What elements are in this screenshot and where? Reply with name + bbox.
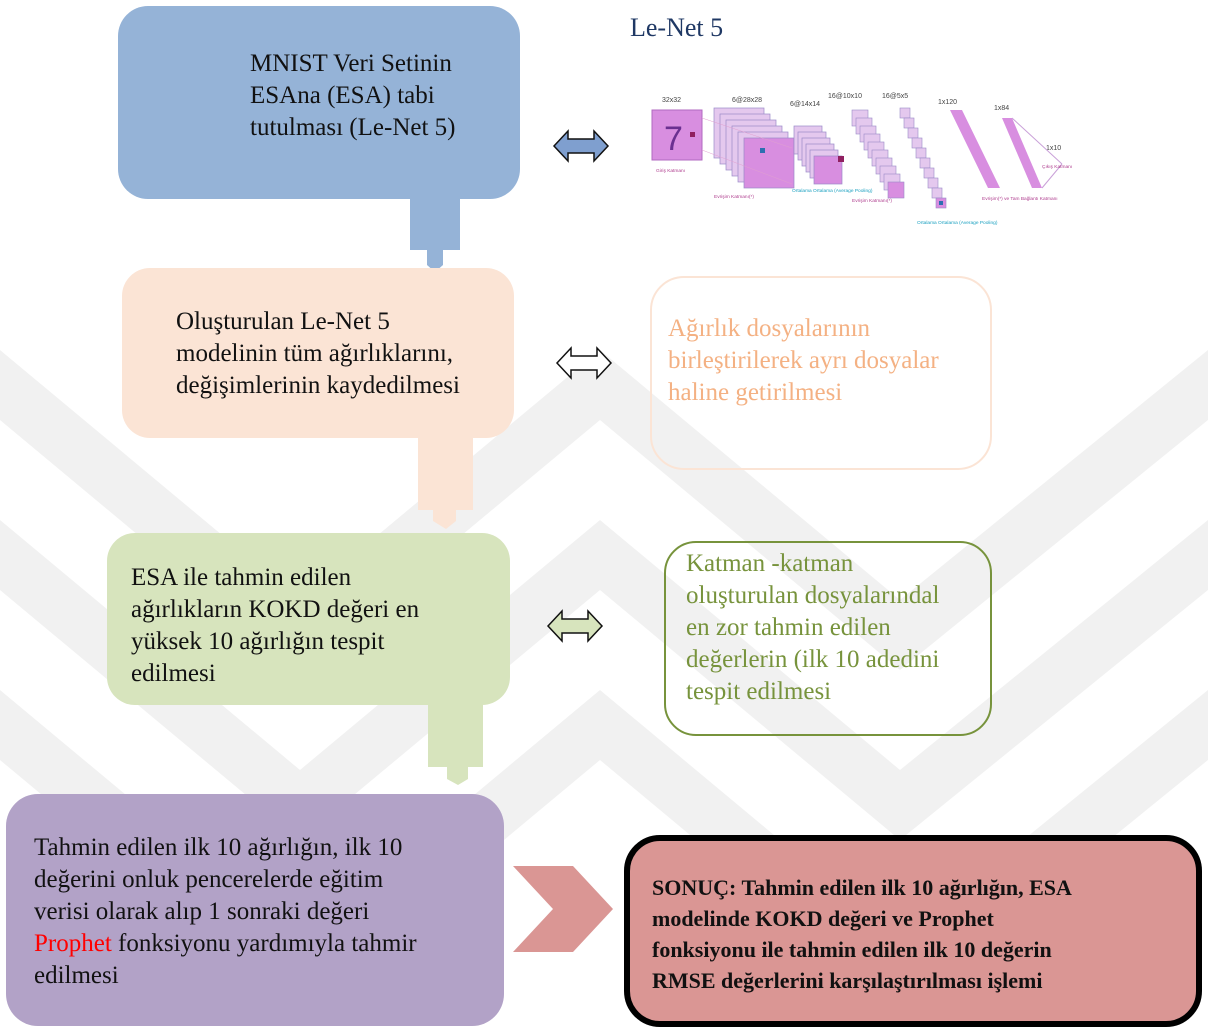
double-arrow-blue — [552, 129, 610, 163]
double-arrow-peach — [555, 346, 613, 380]
lenet-label-6: 1x84 — [994, 105, 1009, 112]
lenet-layer-name-1: Evrişim Katmanı(*) — [714, 194, 754, 200]
files-merge-text: Ağırlık dosyalarının birleştirilerek ayr… — [668, 315, 939, 406]
esa-predict-box — [107, 533, 510, 705]
chevron-arrow-icon — [513, 866, 613, 952]
result-text: SONUÇ: Tahmin edilen ilk 10 ağırlığın, E… — [652, 875, 1072, 993]
layer-files-box — [664, 541, 992, 736]
lenet-label-0: 32x32 — [662, 97, 681, 104]
lenet-label-1: 6@28x28 — [732, 97, 762, 104]
mnist-box — [118, 6, 520, 199]
esa-predict-text: ESA ile tahmin edilen ağırlıkların KOKD … — [131, 564, 420, 687]
down-arrow-green — [428, 695, 483, 785]
down-arrow-blue — [410, 190, 460, 272]
lenet-layer-name-3: Evrişim Katmanı(*) — [852, 198, 892, 204]
prophet-keyword: Prophet — [34, 930, 112, 957]
lenet-label-2: 6@14x14 — [790, 101, 820, 108]
prophet-box — [6, 794, 504, 1026]
weights-record-box — [122, 268, 514, 438]
lenet-label-5: 1x120 — [938, 99, 957, 106]
lenet-architecture-diagram: 32x32 6@28x28 6@14x14 16@10x10 16@5x5 1x… — [651, 93, 1072, 226]
lenet-label-3: 16@10x10 — [828, 93, 862, 100]
lenet-label-7: 1x10 — [1046, 145, 1061, 152]
layer-files-text: Katman -katman oluşturulan dosyalarındal… — [686, 550, 940, 705]
lenet-digit: 7 — [664, 120, 683, 158]
prophet-text: Tahmin edilen ilk 10 ağırlığın, ilk 10 d… — [34, 834, 417, 989]
down-arrow-peach — [418, 425, 473, 529]
files-merge-box — [650, 276, 992, 470]
lenet-layer-name-6: Çıkış Katmanı — [1042, 164, 1072, 170]
lenet-layer-name-5: Evrişim(*) ve Tam Bağlantı Katmanı — [982, 196, 1058, 202]
mnist-text: MNIST Veri Setinin ESAna (ESA) tabi tutu… — [250, 50, 456, 141]
lenet-layer-name-4: Ortalama Ortalama (Average Pooling) — [917, 220, 998, 226]
result-box — [624, 835, 1202, 1027]
lenet-layer-name-0: Giriş Katmanı — [656, 168, 685, 174]
lenet-layer-name-2: Ortalama Ortalama (Average Pooling) — [792, 188, 873, 194]
lenet-title: Le-Net 5 — [630, 13, 724, 42]
double-arrow-green — [546, 609, 604, 643]
weights-record-text: Oluşturulan Le-Net 5 modelinin tüm ağırl… — [176, 308, 460, 399]
lenet-label-4: 16@5x5 — [882, 93, 908, 100]
